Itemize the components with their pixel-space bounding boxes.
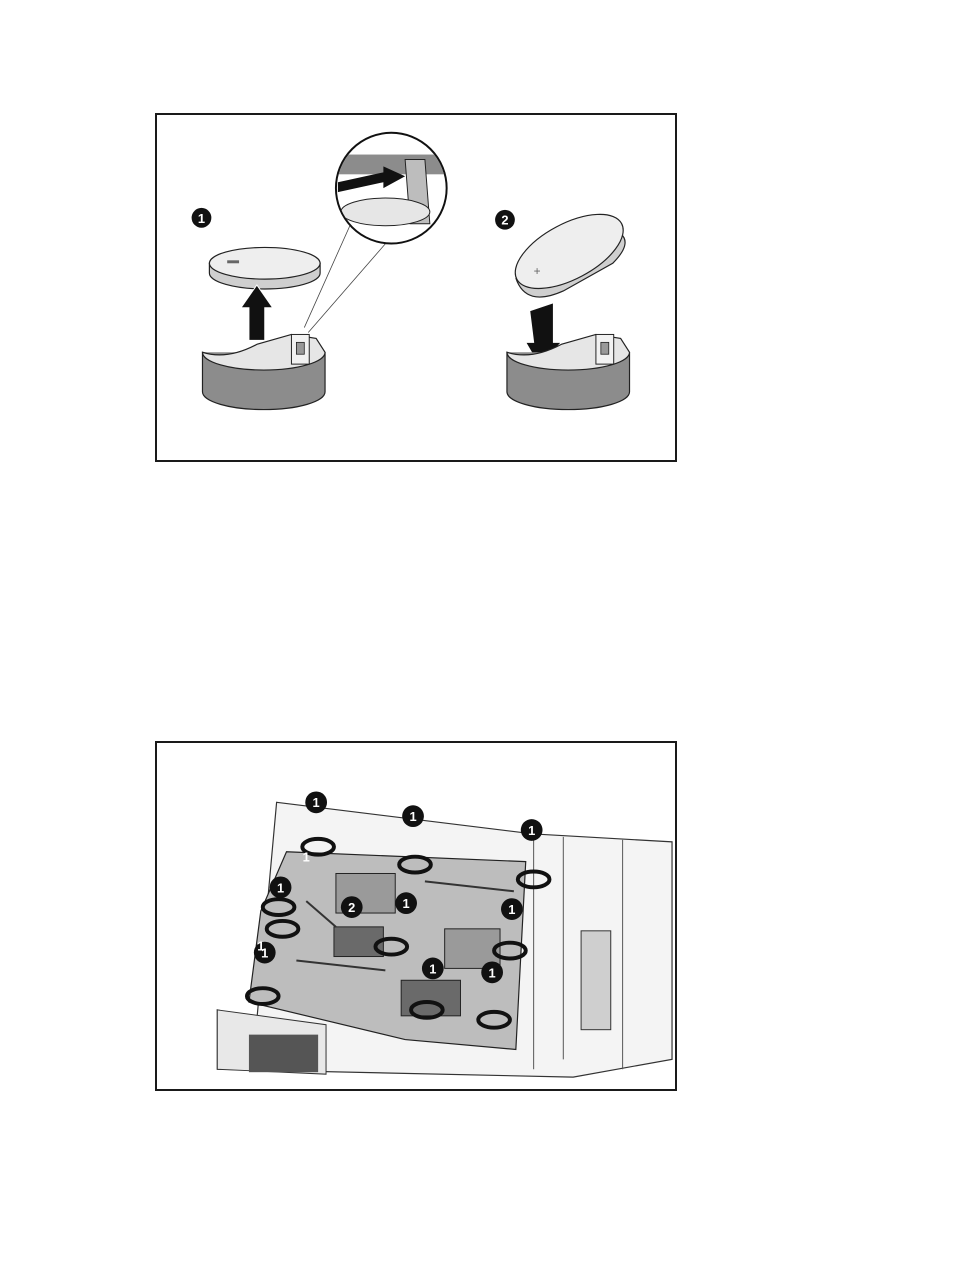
callout-1: 1 <box>192 208 212 228</box>
arrow-up-icon <box>241 285 273 340</box>
callout-1: 1 <box>305 791 327 813</box>
callout-1: 1 <box>422 958 444 980</box>
svg-text:1: 1 <box>528 823 535 838</box>
svg-text:1: 1 <box>403 896 410 911</box>
svg-text:1: 1 <box>277 880 284 895</box>
svg-text:1: 1 <box>257 939 264 954</box>
callout-2: 2 <box>341 896 363 918</box>
callout-1: 1 <box>257 939 264 954</box>
battery-icon <box>209 247 320 289</box>
svg-text:1: 1 <box>489 965 496 980</box>
system-board-removal-figure: 1 1 1 1 1 1 1 1 1 1 1 2 <box>155 741 677 1091</box>
callout-1: 1 <box>481 961 503 983</box>
callout-1: 1 <box>521 819 543 841</box>
callout-1-label: 1 <box>198 211 205 226</box>
magnifier-detail-icon <box>304 133 446 333</box>
battery-replacement-figure: 1 2 <box>155 113 677 462</box>
svg-text:1: 1 <box>313 795 320 810</box>
callout-1: 1 <box>501 898 523 920</box>
svg-text:1: 1 <box>429 961 436 976</box>
svg-text:2: 2 <box>348 900 355 915</box>
system-board-illustration: 1 1 1 1 1 1 1 1 1 1 1 2 <box>157 743 675 1089</box>
callout-2: 2 <box>495 210 515 230</box>
battery-replacement-illustration: 1 2 <box>157 115 675 460</box>
callout-1: 1 <box>303 850 310 865</box>
callout-1: 1 <box>270 876 292 898</box>
callout-1: 1 <box>402 805 424 827</box>
svg-text:1: 1 <box>508 902 515 917</box>
battery-holder-icon <box>507 334 630 409</box>
battery-holder-icon <box>202 334 325 409</box>
callout-1: 1 <box>395 892 417 914</box>
svg-text:1: 1 <box>303 850 310 865</box>
battery-icon: + <box>504 199 635 304</box>
svg-text:1: 1 <box>409 809 416 824</box>
svg-text:+: + <box>534 264 541 278</box>
callout-2-label: 2 <box>501 213 508 228</box>
